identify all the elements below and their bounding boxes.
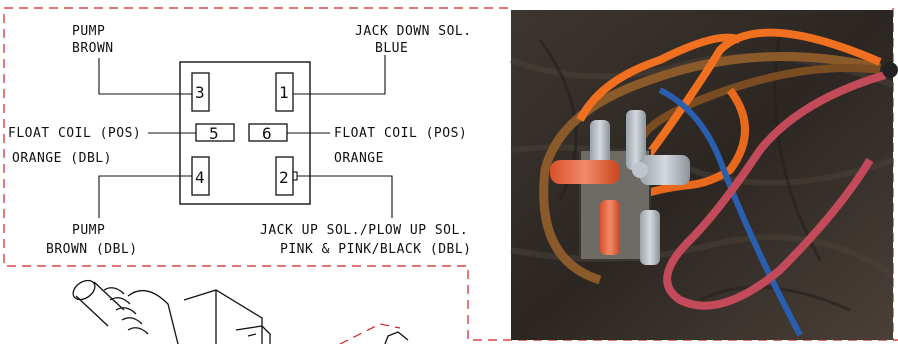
switch-pinout: 3 1 5 6 4 2 PUMP BROWN JACK DOWN SOL. BL… [8, 24, 472, 257]
label-float-left-line2: ORANGE (DBL) [12, 151, 112, 166]
leader-pump-brown [98, 58, 192, 95]
pin-1-box [275, 72, 294, 112]
label-float-left-line1: FLOAT COIL (POS) [8, 126, 141, 141]
pin-5-label: 5 [209, 124, 219, 143]
pin-2-label: 2 [279, 168, 289, 187]
wire-pink [663, 71, 887, 310]
label-jack-down-line2: BLUE [375, 41, 408, 56]
harness-photo [509, 10, 898, 340]
label-jack-up-line2: PINK & PINK/BLACK (DBL) [280, 242, 472, 257]
pin-1-label: 1 [279, 83, 289, 102]
label-pump-dbl-line1: PUMP [72, 223, 105, 238]
pin-3-box [191, 72, 210, 112]
wire-blue [658, 87, 803, 337]
pin-6-label: 6 [262, 124, 272, 143]
leader-jack-up [297, 175, 393, 218]
pin-4-label: 4 [195, 168, 205, 187]
label-float-right-line1: FLOAT COIL (POS) [334, 126, 467, 141]
label-jack-down-line1: JACK DOWN SOL. [355, 24, 472, 39]
label-pump-brown-line1: PUMP [72, 24, 105, 39]
wire-orange [576, 28, 882, 183]
leader-jack-down [293, 55, 386, 95]
label-pump-brown-line2: BROWN [72, 41, 114, 56]
callout-border-lower [339, 323, 401, 344]
label-jack-up-line1: JACK UP SOL./PLOW UP SOL. [260, 223, 468, 238]
pin-3-label: 3 [195, 83, 205, 102]
label-pump-dbl-line2: BROWN (DBL) [46, 242, 138, 257]
wire-brown-2 [636, 64, 881, 146]
leader-pump-dbl [98, 175, 192, 218]
label-float-right-line2: ORANGE [334, 151, 384, 166]
toggle-switch-drawing [72, 279, 409, 344]
